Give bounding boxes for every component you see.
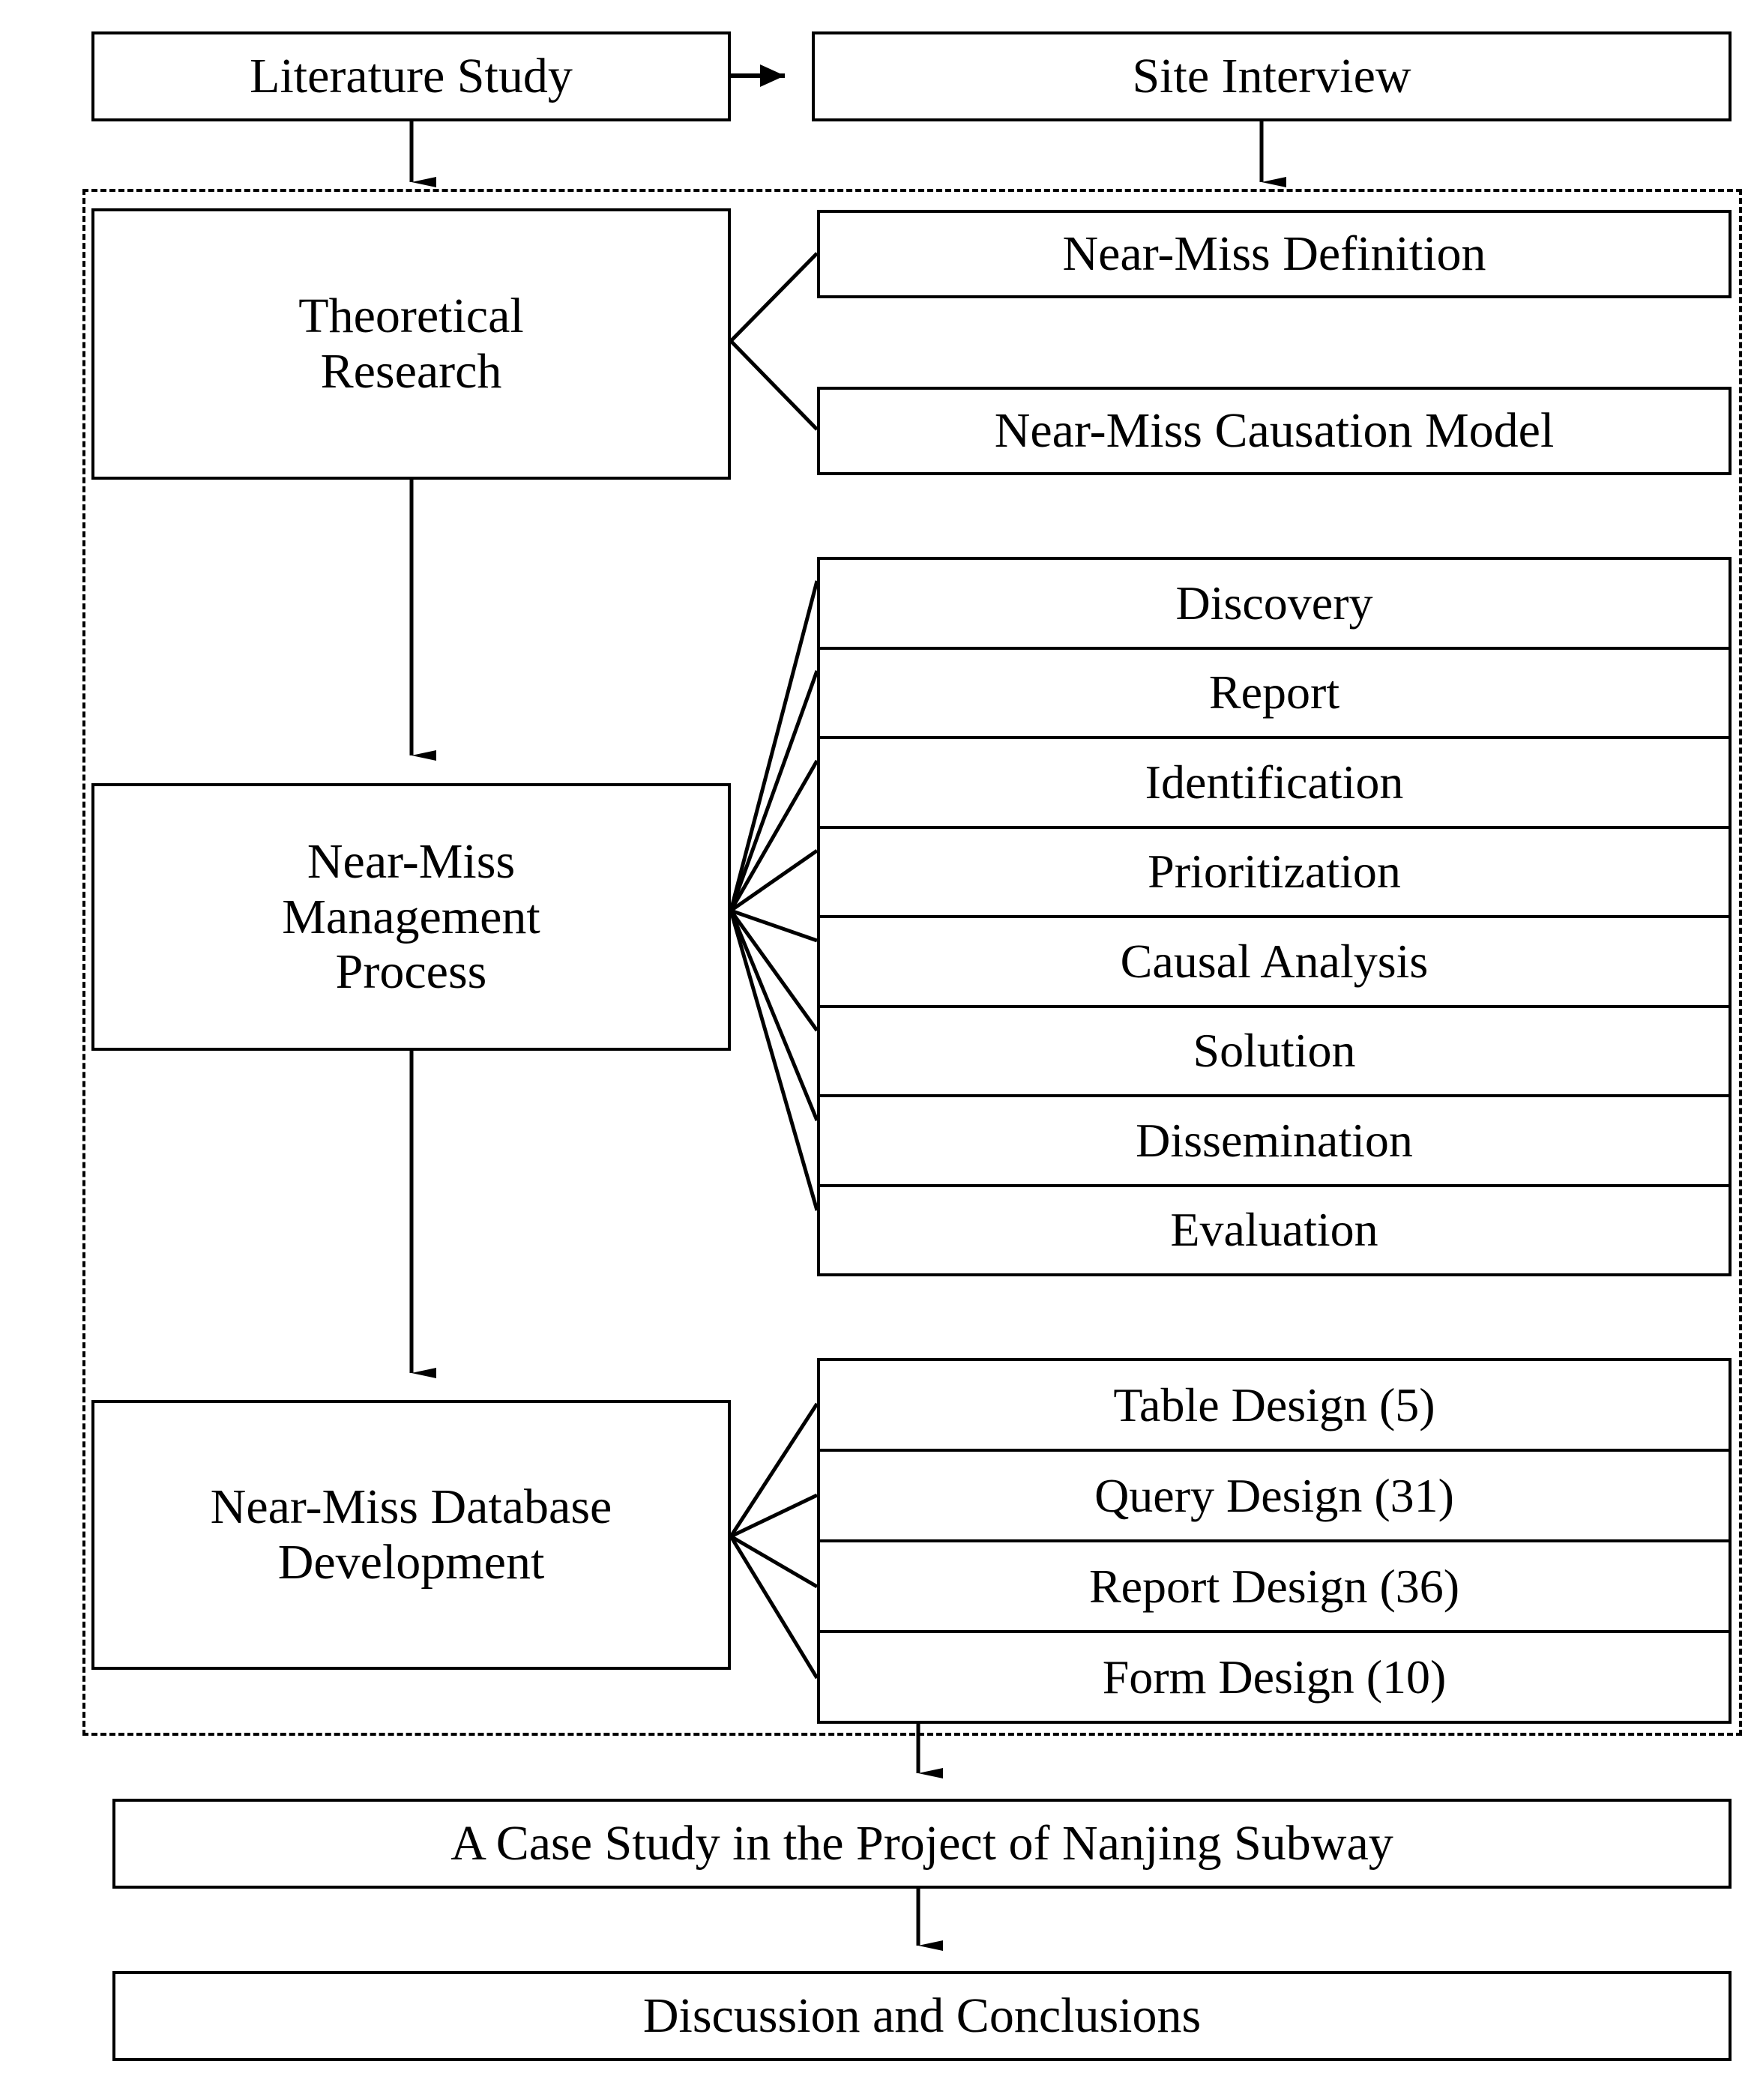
list-item[interactable]: Dissemination <box>820 1097 1729 1187</box>
list-item[interactable]: Table Design (5) <box>820 1361 1729 1452</box>
node-near-miss-management-process-label: Near-Miss Management Process <box>94 834 728 1001</box>
database-development-line-1: Near-Miss Database <box>210 1479 612 1535</box>
database-design-items-list: Table Design (5) Query Design (31) Repor… <box>817 1358 1732 1724</box>
node-case-study-label: A Case Study in the Project of Nanjing S… <box>450 1816 1393 1871</box>
node-case-study[interactable]: A Case Study in the Project of Nanjing S… <box>112 1799 1732 1889</box>
list-item[interactable]: Report Design (36) <box>820 1542 1729 1633</box>
node-site-interview[interactable]: Site Interview <box>812 31 1732 121</box>
management-process-line-2: Management <box>282 889 540 944</box>
list-item[interactable]: Solution <box>820 1008 1729 1097</box>
node-discussion-conclusions-label: Discussion and Conclusions <box>642 1988 1202 2044</box>
theoretical-research-line-1: Theoretical <box>298 289 524 344</box>
node-theoretical-research-label: Theoretical Research <box>94 289 728 399</box>
node-theoretical-research[interactable]: Theoretical Research <box>91 208 731 480</box>
list-item[interactable]: Evaluation <box>1170 1203 1378 1257</box>
list-item[interactable]: Query Design (31) <box>820 1452 1729 1542</box>
node-site-interview-label: Site Interview <box>1132 49 1411 104</box>
list-item[interactable]: Report <box>820 650 1729 739</box>
node-discussion-conclusions[interactable]: Discussion and Conclusions <box>112 1971 1732 2061</box>
list-item[interactable]: Discovery <box>820 560 1729 650</box>
management-process-line-3: Process <box>335 944 487 1000</box>
node-near-miss-causation-model-label: Near-Miss Causation Model <box>994 403 1555 459</box>
node-near-miss-definition[interactable]: Near-Miss Definition <box>817 210 1732 298</box>
node-near-miss-database-development-label: Near-Miss Database Development <box>94 1479 728 1590</box>
theoretical-research-line-2: Research <box>320 344 502 399</box>
node-near-miss-database-development[interactable]: Near-Miss Database Development <box>91 1400 731 1670</box>
list-item[interactable]: Form Design (10) <box>1102 1650 1447 1704</box>
node-near-miss-causation-model[interactable]: Near-Miss Causation Model <box>817 387 1732 475</box>
list-item[interactable]: Causal Analysis <box>820 918 1729 1008</box>
list-item[interactable]: Identification <box>820 739 1729 829</box>
research-scope-dashed-boundary <box>82 189 1742 1736</box>
node-literature-study-label: Literature Study <box>250 49 573 104</box>
list-item[interactable]: Prioritization <box>820 829 1729 918</box>
node-near-miss-management-process[interactable]: Near-Miss Management Process <box>91 783 731 1051</box>
management-process-steps-list: Discovery Report Identification Prioriti… <box>817 557 1732 1276</box>
database-development-line-2: Development <box>277 1535 545 1590</box>
node-near-miss-definition-label: Near-Miss Definition <box>1062 226 1486 282</box>
node-literature-study[interactable]: Literature Study <box>91 31 731 121</box>
management-process-line-1: Near-Miss <box>307 833 516 889</box>
